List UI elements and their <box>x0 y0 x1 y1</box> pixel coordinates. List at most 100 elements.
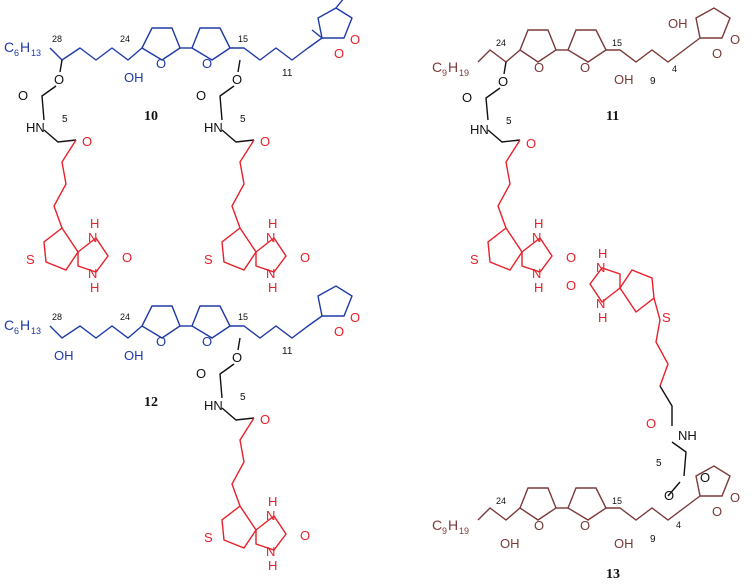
compound-12-linker-o: O <box>232 350 242 365</box>
compound-12-linker-o2: O <box>196 366 206 381</box>
compound-10-ring-o1: O <box>156 56 166 71</box>
compound-11-linker-amide-o: O <box>526 136 536 151</box>
compound-10-biotin-2-nh2: N <box>266 266 275 281</box>
compound-11-backbone <box>477 7 731 63</box>
compound-11-linker <box>485 61 521 143</box>
compound-10-biotin-2 <box>221 139 287 273</box>
compound-10-biotin-2-h2: H <box>268 280 277 295</box>
compound-12-biotin-nh2: N <box>266 544 275 559</box>
compound-12-pos-15: 15 <box>238 312 248 322</box>
compound-13-biotin-o: O <box>566 278 576 293</box>
compound-12-c6h13-sub2: 13 <box>31 326 41 336</box>
compound-10-biotin-1-nh2: N <box>88 266 97 281</box>
compound-10-pos-15: 15 <box>238 34 248 44</box>
compound-10-biotin-2-h1: H <box>268 216 277 231</box>
compound-10-linker-1-o: O <box>54 72 64 87</box>
compound-12-linker-amide-o: O <box>260 412 270 427</box>
compound-10-linker-1-repeat: 5 <box>62 114 68 125</box>
compound-10-repeat-11: 11 <box>282 68 293 79</box>
compound-13-ring-o2: O <box>580 518 590 533</box>
compound-10-biotin-1-h1: H <box>90 216 99 231</box>
compound-10-linker-1-amide-o: O <box>82 134 92 149</box>
compound-10-linker-2-o: O <box>232 72 242 87</box>
compound-13-c9h19-h: H <box>448 517 458 533</box>
compound-11-biotin <box>487 139 553 273</box>
compound-11-c9h19-sub: 9 <box>442 68 447 78</box>
compound-13-biotin-s: S <box>662 310 671 325</box>
compound-11-pos-24: 24 <box>496 38 506 48</box>
compound-10-linker-2 <box>219 59 255 143</box>
compound-11-ring-o1: O <box>534 60 544 75</box>
compound-12-lactone-o: O <box>334 324 344 339</box>
compound-10-ring-o2: O <box>202 56 212 71</box>
compound-10-linker-2-nh: HN <box>204 120 223 135</box>
compound-10-linker-2-o2: O <box>196 88 206 103</box>
compound-11-lactone-o: O <box>712 46 722 61</box>
compound-13-label: 13 <box>606 567 620 582</box>
compound-12-oh-28: OH <box>54 348 74 363</box>
compound-12-label: 12 <box>144 395 158 410</box>
compound-13-oh-24: OH <box>500 536 520 551</box>
compound-10-linker-2-repeat: 5 <box>240 114 246 125</box>
compound-10-linker-1 <box>41 59 77 143</box>
compound-12-pos-28: 28 <box>52 312 62 322</box>
compound-13-linker-nh: NH <box>678 428 697 443</box>
compound-13-linker-repeat: 5 <box>656 458 662 469</box>
compound-13-repeat-9: 9 <box>650 534 656 545</box>
compound-10-label: 10 <box>144 109 158 124</box>
compound-13-pos-4: 4 <box>676 520 681 530</box>
compound-10-linker-2-amide-o: O <box>260 134 270 149</box>
compound-11-label: 11 <box>606 109 619 124</box>
compound-12-ring-o1: O <box>156 334 166 349</box>
compound-13-c9h19-sub2: 19 <box>459 526 469 536</box>
compound-10-linker-1-o2: O <box>18 88 28 103</box>
compound-11-linker-o2: O <box>462 90 472 105</box>
compound-11-biotin-h2: H <box>534 280 543 295</box>
compound-13-pos-15: 15 <box>612 496 622 506</box>
compound-11-lactone-o2: O <box>730 32 740 47</box>
compound-11-repeat-9: 9 <box>650 76 656 87</box>
compound-12-c6h13-sub: 6 <box>14 326 19 336</box>
compound-11-biotin-h1: H <box>534 216 543 231</box>
compound-10-pos-28: 28 <box>52 34 62 44</box>
compound-11-biotin-s: S <box>470 252 479 267</box>
compound-10-biotin-1-h2: H <box>90 280 99 295</box>
compound-12-biotin-nh1: N <box>266 508 275 523</box>
compound-10-c6h13-h: H <box>20 39 30 55</box>
compound-11: C 9 H 19 24 15 4 OH OH O O 9 O O 11 O O … <box>432 7 740 295</box>
compound-12-biotin-o: O <box>300 528 310 543</box>
compound-10-oh: OH <box>124 70 144 85</box>
compound-10-biotin-2-nh1: N <box>266 230 275 245</box>
compound-12-pos-24: 24 <box>120 312 130 322</box>
compound-13-oh-15: OH <box>614 536 634 551</box>
compound-12-oh-24: OH <box>124 348 144 363</box>
compound-12-biotin-h2: H <box>268 558 277 573</box>
compound-12-c6h13: C <box>4 317 14 333</box>
compound-11-c9h19-h: H <box>448 59 458 75</box>
compound-13-biotin-nh1: N <box>596 260 605 275</box>
compound-10-lactone-o: O <box>334 46 344 61</box>
compound-12-biotin-h1: H <box>268 494 277 509</box>
compound-10-biotin-2-s: S <box>204 252 213 267</box>
compound-10-pos-24: 24 <box>120 34 130 44</box>
compound-11-pos-15: 15 <box>612 38 622 48</box>
compound-10-biotin-1-s: S <box>26 252 35 267</box>
compound-12-biotin <box>221 417 287 551</box>
compound-12-lactone-o2: O <box>350 310 360 325</box>
compound-10-c6h13: C <box>4 39 14 55</box>
compound-11-c9h19: C <box>432 59 442 75</box>
compound-11-biotin-o: O <box>566 250 576 265</box>
compound-12-backbone <box>49 285 353 339</box>
compound-10-biotin-1-nh1: N <box>88 230 97 245</box>
compound-13-backbone <box>477 465 731 521</box>
compound-10-biotin-2-o: O <box>300 250 310 265</box>
compound-13-linker-amide-o: O <box>646 416 656 431</box>
compound-10-c6h13-sub2: 13 <box>31 48 41 58</box>
compound-12-linker-nh: HN <box>204 398 223 413</box>
compound-13-biotin <box>589 267 669 387</box>
compound-12-linker-repeat: 5 <box>240 392 246 403</box>
compound-13-linker-o2: O <box>664 488 674 503</box>
compound-13-c9h19: C <box>432 517 442 533</box>
compound-12-c6h13-h: H <box>20 317 30 333</box>
